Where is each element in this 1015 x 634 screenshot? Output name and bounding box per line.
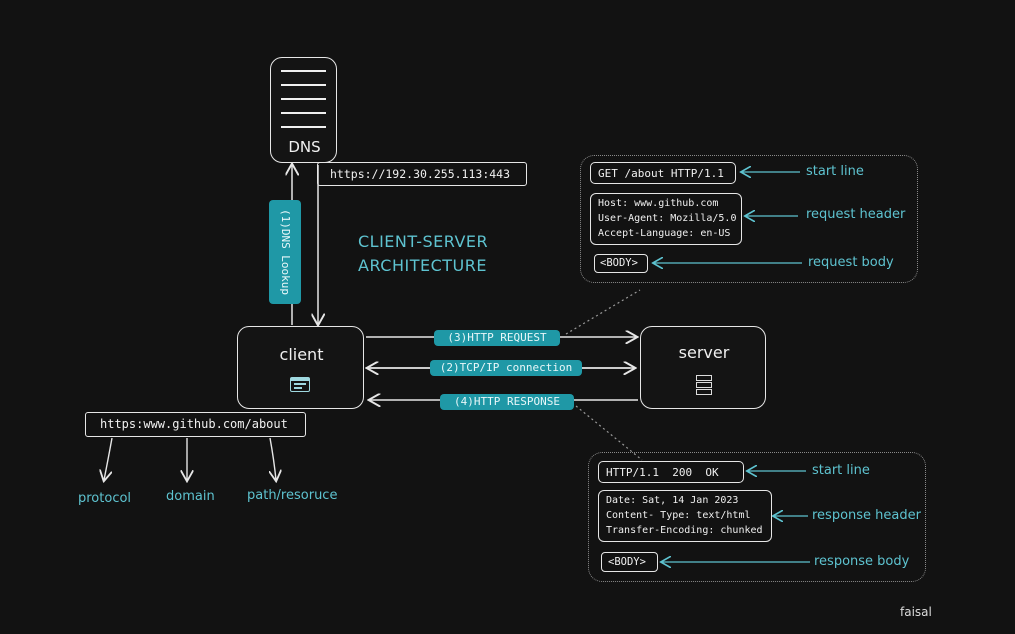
request-leader: [565, 289, 641, 335]
response-headers: Date: Sat, 14 Jan 2023 Content- Type: te…: [598, 490, 772, 542]
request-start-label: start line: [806, 164, 864, 179]
request-header-2: Accept-Language: en-US: [598, 228, 731, 239]
response-panel: [588, 452, 926, 582]
response-header-1: Content- Type: text/html: [606, 510, 751, 521]
response-header-0: Date: Sat, 14 Jan 2023: [606, 495, 739, 506]
request-body-label: request body: [808, 255, 894, 270]
dns-ip-text: https://192.30.255.113:443: [330, 167, 511, 181]
request-body-text: <BODY>: [600, 257, 638, 269]
dns-server: DNS: [270, 57, 337, 163]
dns-ip-box: https://192.30.255.113:443: [317, 162, 527, 186]
request-header-label: request header: [806, 207, 906, 222]
request-header-0: Host: www.github.com: [598, 198, 719, 209]
http-request-pill: (3)HTTP REQUEST: [434, 330, 560, 346]
response-body-text: <BODY>: [608, 556, 646, 568]
dns-lookup-pill: (1)DNS Lookup: [269, 200, 301, 304]
dns-rack-icon: [281, 70, 326, 128]
path-arrow: [270, 437, 276, 480]
url-part-protocol: protocol: [78, 491, 132, 506]
title-line-1: CLIENT-SERVER: [358, 232, 489, 251]
title-line-2: ARCHITECTURE: [358, 256, 487, 275]
url-text: https:www.github.com/about: [100, 417, 288, 431]
client-label: client: [279, 345, 324, 364]
request-body: <BODY>: [594, 254, 648, 273]
url-part-path: path/resoruce: [247, 488, 338, 503]
request-start-line: GET /about HTTP/1.1: [590, 162, 736, 184]
request-start-line-text: GET /about HTTP/1.1: [598, 167, 724, 180]
request-panel: [580, 155, 918, 283]
response-header-label: response header: [812, 508, 921, 523]
server-label: server: [678, 343, 730, 362]
response-body-label: response body: [814, 554, 910, 569]
url-box: https:www.github.com/about: [85, 412, 306, 437]
request-headers: Host: www.github.com User-Agent: Mozilla…: [590, 193, 742, 245]
author-signature: faisal: [900, 605, 932, 619]
dns-lookup-text: (1)DNS Lookup: [279, 208, 292, 296]
response-header-2: Transfer-Encoding: chunked: [606, 525, 763, 536]
response-start-line-text: HTTP/1.1 200 OK: [606, 466, 719, 479]
response-start-label: start line: [812, 463, 870, 478]
request-header-1: User-Agent: Mozilla/5.0: [598, 213, 737, 224]
diagram-title: CLIENT-SERVER ARCHITECTURE: [358, 230, 488, 278]
url-part-domain: domain: [166, 489, 215, 504]
client-box: client: [237, 326, 364, 409]
response-leader: [575, 405, 643, 461]
browser-icon: [290, 377, 310, 392]
response-start-line: HTTP/1.1 200 OK: [598, 461, 744, 483]
tcp-ip-pill: (2)TCP/IP connection: [430, 360, 582, 376]
http-response-pill: (4)HTTP RESPONSE: [440, 394, 574, 410]
response-body: <BODY>: [601, 552, 658, 572]
dns-label: DNS: [288, 138, 321, 156]
server-rack-icon: [696, 375, 712, 395]
server-box: server: [640, 326, 766, 409]
protocol-arrow: [104, 437, 113, 480]
